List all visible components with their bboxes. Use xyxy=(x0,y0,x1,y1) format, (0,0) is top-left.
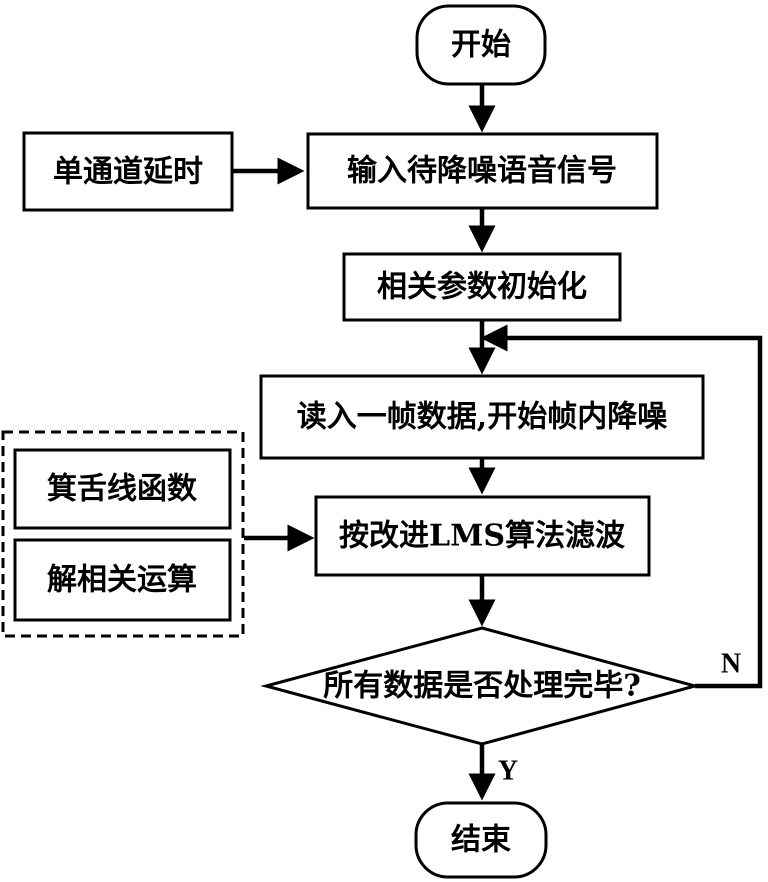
tongue-function-label: 箕舌线函数 xyxy=(47,472,198,507)
all-processed-label: 所有数据是否处理完毕? xyxy=(323,669,641,704)
init-params-box xyxy=(342,252,622,322)
lms-filter-box xyxy=(314,495,651,577)
decorrelation-label: 解相关运算 xyxy=(47,563,197,598)
input-signal-label: 输入待降噪语音信号 xyxy=(347,154,617,189)
connectors xyxy=(232,85,763,801)
end-label: 结束 xyxy=(451,823,511,858)
arrow-loop-back-no xyxy=(480,324,763,689)
read-frame-box xyxy=(259,374,705,460)
yes-branch-label: Y xyxy=(498,756,518,787)
tongue-function-box xyxy=(13,448,232,530)
end-terminal xyxy=(414,801,548,879)
input-signal-box xyxy=(306,132,659,210)
read-frame-label: 读入一帧数据,开始帧内降噪 xyxy=(297,400,667,435)
start-terminal xyxy=(415,4,547,86)
all-processed-decision xyxy=(260,626,701,746)
no-branch-label: N xyxy=(721,649,741,680)
subroutine-group xyxy=(1,430,245,638)
init-params-label: 相关参数初始化 xyxy=(377,270,587,305)
lms-filter-label: 按改进LMS算法滤波 xyxy=(339,519,626,554)
single-channel-delay-label: 单通道延时 xyxy=(53,155,203,190)
decorrelation-box xyxy=(13,538,232,622)
single-channel-delay-box xyxy=(22,131,234,212)
start-label: 开始 xyxy=(451,28,511,63)
